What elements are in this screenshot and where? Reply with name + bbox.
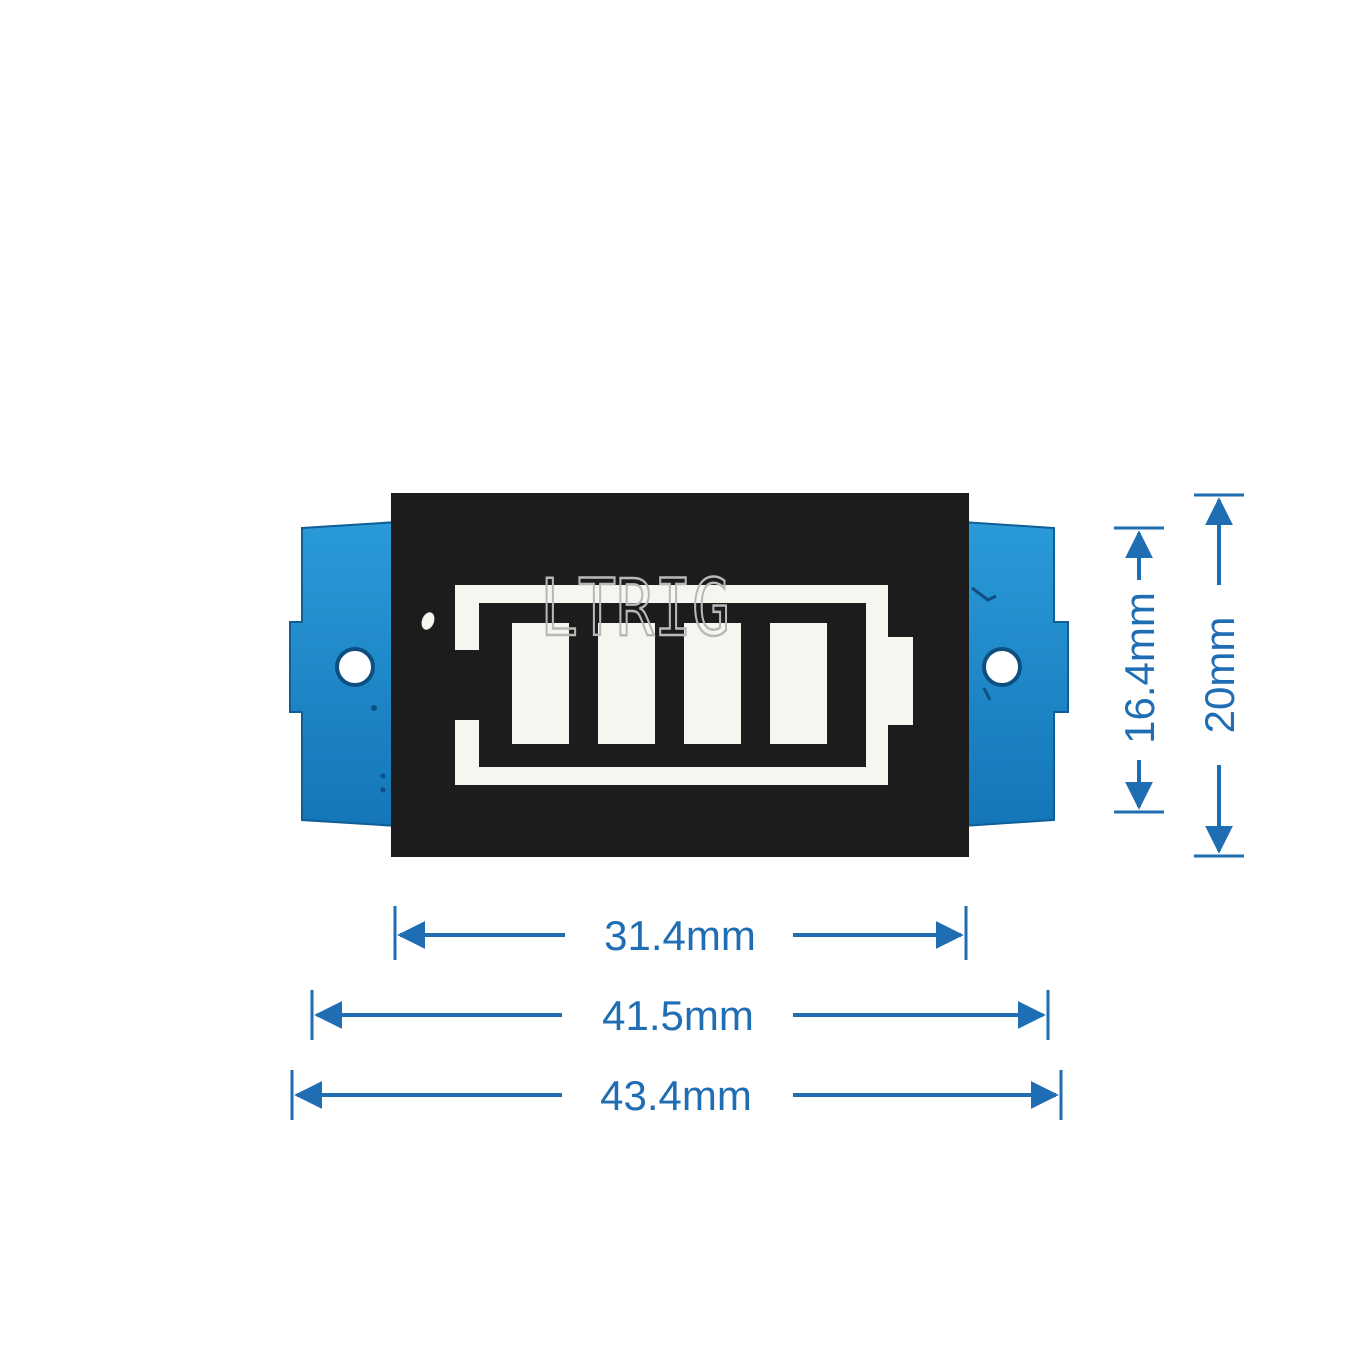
battery-segment <box>684 623 741 744</box>
dimension-display-width: 31.4mm <box>393 906 968 960</box>
battery-segments <box>512 623 827 744</box>
via <box>380 787 386 793</box>
mounting-hole-right <box>982 647 1022 687</box>
lcd-dot <box>421 612 435 630</box>
pcb-board <box>289 520 1069 828</box>
via <box>371 705 377 711</box>
dimension-display-height: 16.4mm <box>1114 526 1164 814</box>
dimension-label: 31.4mm <box>604 912 756 959</box>
dimension-label: 43.4mm <box>600 1072 752 1119</box>
trace <box>971 586 997 602</box>
dimension-board-width: 41.5mm <box>310 990 1050 1040</box>
lcd-panel: LTRIG <box>391 493 969 857</box>
dimension-label: 20mm <box>1196 617 1243 734</box>
battery-segment <box>512 623 569 744</box>
dimension-overall-width: 43.4mm <box>290 1070 1063 1120</box>
mounting-hole-left <box>335 647 375 687</box>
battery-outline <box>455 585 913 785</box>
dimension-label: 16.4mm <box>1116 592 1163 744</box>
dimension-board-height: 20mm <box>1194 493 1244 858</box>
battery-segment <box>770 623 827 744</box>
brand-watermark: LTRIG <box>540 564 730 654</box>
dimension-label: 41.5mm <box>602 992 754 1039</box>
trace <box>982 687 992 701</box>
via <box>380 773 386 779</box>
battery-segment <box>598 623 655 744</box>
